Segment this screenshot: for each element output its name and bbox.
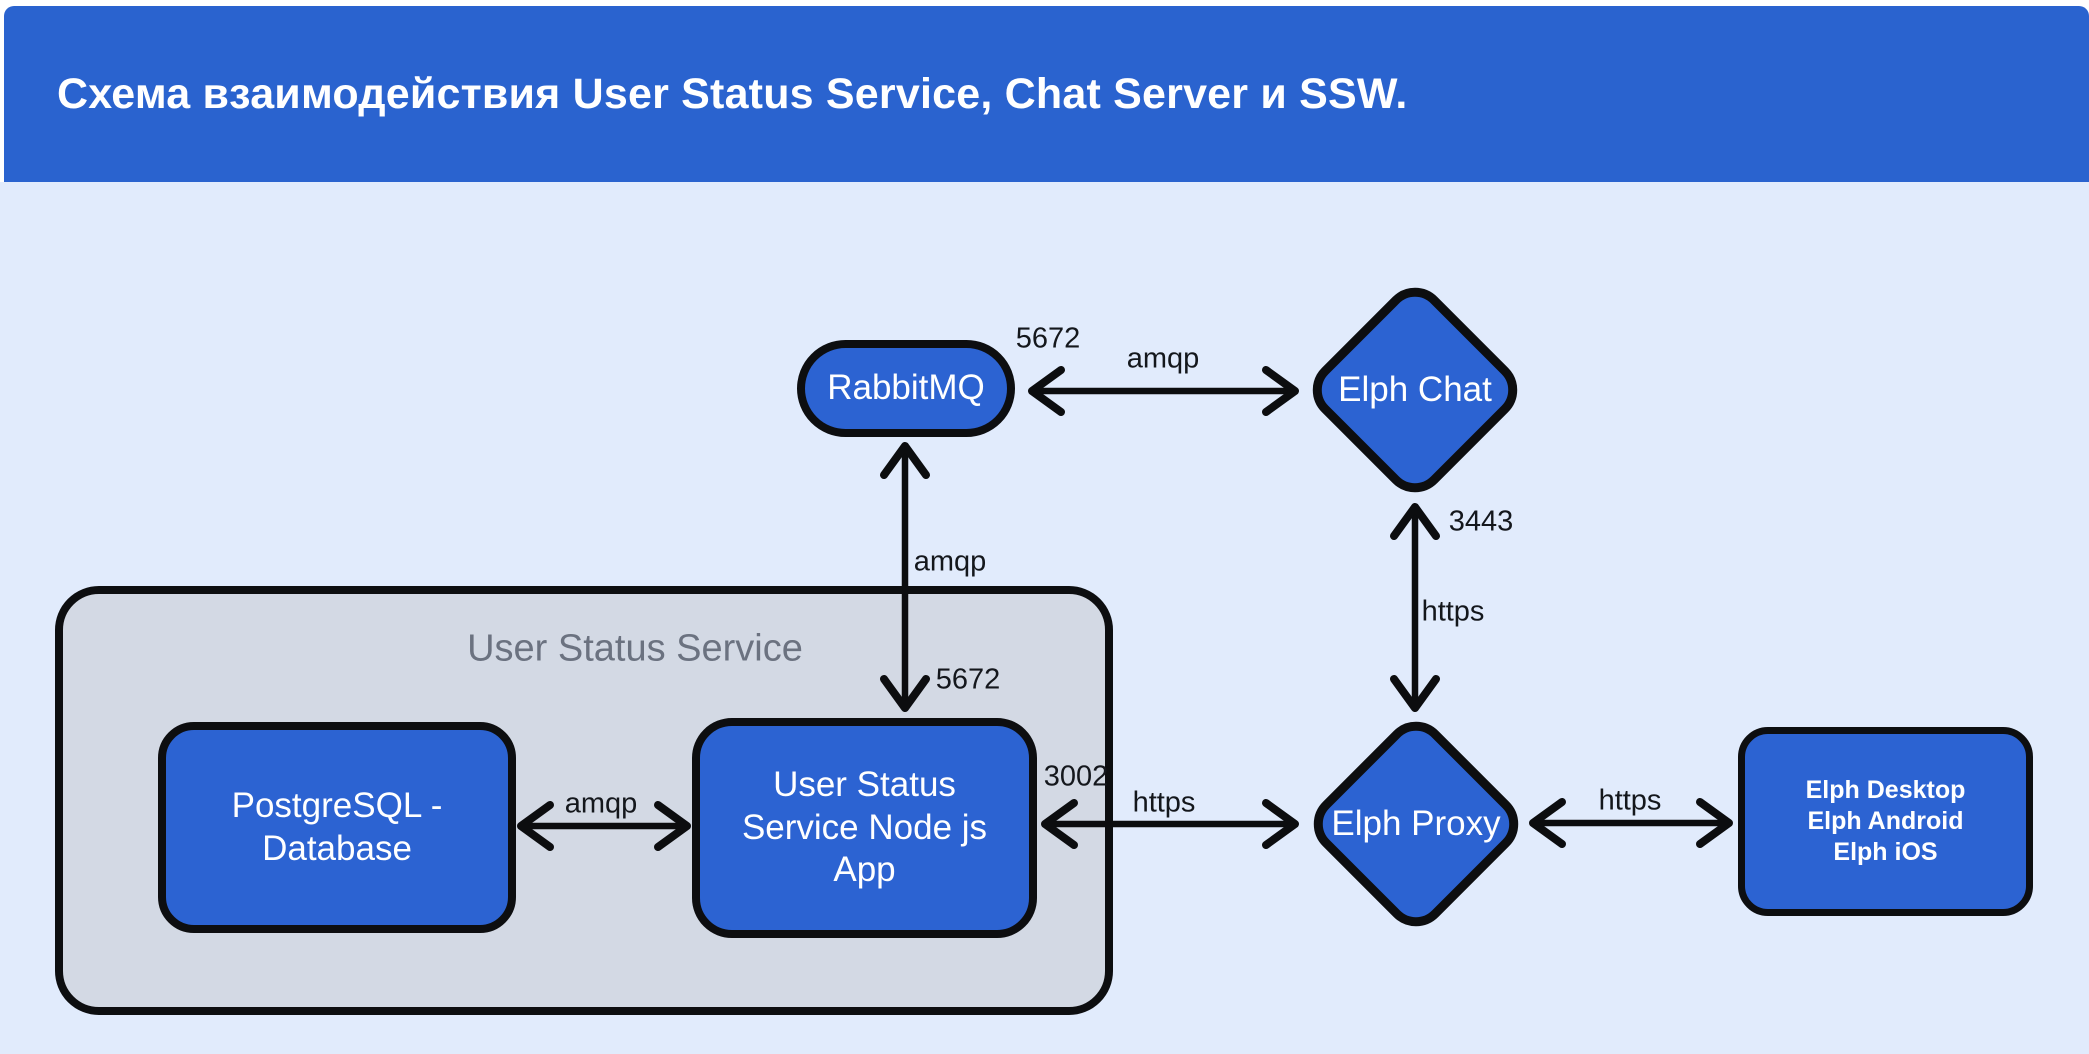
edge-rabbitmq-elphchat — [1028, 366, 1299, 416]
node-postgresql-database: PostgreSQL - Database — [158, 722, 516, 933]
diamond-shape — [1313, 721, 1519, 927]
edge-label-https-left: https — [1132, 786, 1196, 819]
diamond-fill — [1313, 721, 1519, 927]
edge-label-https-right: https — [1598, 784, 1662, 817]
group-user-status-service-title: User Status Service — [467, 627, 803, 670]
edge-label-port-5672-bottom: 5672 — [935, 663, 1001, 696]
edge-app-proxy — [1041, 799, 1299, 849]
node-elph-clients: Elph Desktop Elph Android Elph iOS — [1738, 727, 2033, 916]
edge-label-port-5672-top: 5672 — [1015, 322, 1081, 355]
edge-postgres-app — [517, 801, 691, 851]
header-bar: Схема взаимодействия User Status Service… — [4, 6, 2089, 182]
node-elph-chat: Elph Chat — [1301, 276, 1529, 504]
node-rabbitmq-label: RabbitMQ — [827, 368, 985, 408]
node-rabbitmq: RabbitMQ — [797, 340, 1015, 437]
page-title: Схема взаимодействия User Status Service… — [57, 69, 1408, 118]
node-postgresql-label: PostgreSQL - Database — [231, 785, 443, 868]
node-elph-chat-label: Elph Chat — [1338, 370, 1492, 409]
edge-rabbitmq-app — [880, 442, 930, 712]
edge-label-amqp-db: amqp — [564, 787, 638, 820]
edge-elphchat-proxy — [1390, 503, 1440, 712]
node-elph-clients-label: Elph Desktop Elph Android Elph iOS — [1805, 776, 1966, 866]
node-elph-proxy: Elph Proxy — [1302, 710, 1530, 938]
diamond-shape — [1312, 287, 1518, 493]
diamond-fill — [1312, 287, 1518, 493]
node-uss-nodejs-app: User Status Service Node js App — [692, 718, 1037, 938]
edge-label-port-3443: 3443 — [1448, 505, 1514, 538]
edge-label-amqp-vertical: amqp — [913, 545, 987, 578]
edge-label-port-3002: 3002 — [1043, 760, 1109, 793]
edge-proxy-clients — [1529, 798, 1733, 848]
node-elph-proxy-label: Elph Proxy — [1331, 804, 1501, 843]
edge-label-amqp-top: amqp — [1126, 342, 1200, 375]
edge-label-https-vertical: https — [1421, 595, 1485, 628]
node-uss-app-label: User Status Service Node js App — [741, 764, 988, 890]
